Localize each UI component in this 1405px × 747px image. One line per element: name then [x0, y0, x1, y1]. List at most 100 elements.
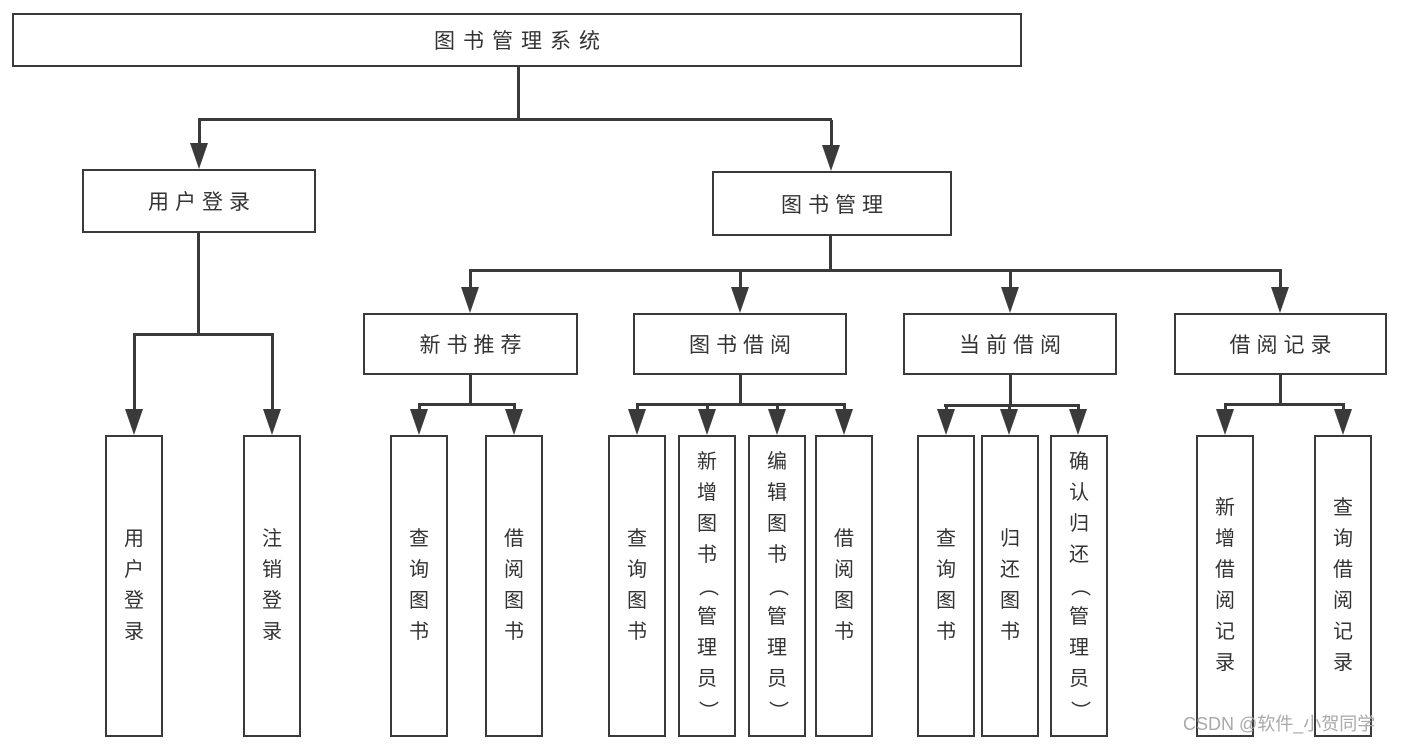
leaf-add-borrow-record: 新增借阅记录 [1196, 435, 1254, 737]
arrow-down-icon [835, 409, 853, 435]
arrow-stem [469, 272, 472, 290]
vertical-char: 确 [1069, 450, 1089, 473]
vertical-char: 书 [834, 621, 854, 643]
vertical-char: 阅 [504, 559, 524, 581]
vertical-char: 图 [627, 590, 647, 612]
vertical-char: ） [766, 700, 789, 720]
vertical-char: 辑 [767, 481, 787, 504]
connector-line [469, 375, 472, 405]
vertical-char: 登 [124, 590, 144, 612]
arrow-down-icon [822, 145, 840, 171]
leaf-add-books-admin-label: 新增图书（管理员） [695, 447, 719, 726]
vertical-char: 管 [697, 605, 717, 628]
arrow-stem [271, 336, 274, 412]
arrow-down-icon [505, 409, 523, 435]
arrow-stem [1279, 272, 1282, 290]
vertical-char: 书 [627, 621, 647, 643]
leaf-current-query-books: 查询图书 [917, 435, 975, 737]
vertical-char: （ [696, 576, 719, 596]
connector-line [198, 118, 832, 121]
arrow-down-icon [410, 409, 428, 435]
arrow-stem [830, 120, 833, 148]
vertical-char: 用 [124, 528, 144, 550]
connector-line [197, 233, 200, 335]
arrow-down-icon [263, 409, 281, 435]
arrow-down-icon [1069, 409, 1087, 435]
vertical-char: 图 [409, 590, 429, 612]
vertical-char: 图 [834, 590, 854, 612]
arrow-down-icon [1000, 409, 1018, 435]
leaf-logout-login-label: 注销登录 [260, 524, 284, 648]
csdn-watermark: CSDN @软件_小贺同学 [1183, 714, 1376, 734]
vertical-char: 书 [1000, 621, 1020, 643]
leaf-newbooks-borrow-books-label: 借阅图书 [502, 524, 526, 648]
node-book-management: 图书管理 [712, 171, 952, 236]
leaf-current-query-books-label: 查询图书 [934, 524, 958, 648]
vertical-char: 理 [1069, 636, 1089, 659]
vertical-char: 员 [767, 667, 787, 690]
leaf-logout-login: 注销登录 [243, 435, 301, 737]
vertical-char: 查 [409, 528, 429, 550]
vertical-char: 图 [1000, 590, 1020, 612]
vertical-char: 销 [262, 559, 282, 581]
arrow-stem [198, 120, 201, 146]
leaf-borrowing-borrow-books: 借阅图书 [815, 435, 873, 737]
vertical-char: 询 [1333, 528, 1353, 550]
leaf-return-books-label: 归还图书 [998, 524, 1022, 648]
node-book-borrowing: 图书借阅 [633, 313, 847, 375]
vertical-char: 理 [697, 636, 717, 659]
vertical-char: 阅 [1333, 590, 1353, 612]
vertical-char: 新 [1215, 497, 1235, 519]
vertical-char: 注 [262, 528, 282, 550]
vertical-char: 查 [627, 528, 647, 550]
leaf-user-login: 用户登录 [105, 435, 163, 737]
arrow-down-icon [1001, 287, 1019, 313]
leaf-add-borrow-record-label: 新增借阅记录 [1213, 493, 1237, 679]
vertical-char: 询 [936, 559, 956, 581]
arrow-down-icon [461, 287, 479, 313]
arrow-down-icon [628, 409, 646, 435]
vertical-char: 书 [936, 621, 956, 643]
vertical-char: 借 [504, 528, 524, 550]
vertical-char: 录 [124, 621, 144, 643]
arrow-down-icon [698, 409, 716, 435]
arrow-down-icon [190, 143, 208, 169]
node-new-books-label: 新书推荐 [419, 334, 528, 357]
vertical-char: 图 [936, 590, 956, 612]
connector-line [469, 269, 1282, 272]
vertical-char: 图 [504, 590, 524, 612]
vertical-char: 录 [262, 621, 282, 643]
vertical-char: 新 [697, 450, 717, 473]
vertical-char: 借 [1333, 559, 1353, 581]
arrow-down-icon [1216, 409, 1234, 435]
vertical-char: 阅 [1215, 590, 1235, 612]
vertical-char: 查 [936, 528, 956, 550]
leaf-newbooks-query-books: 查询图书 [390, 435, 448, 737]
leaf-newbooks-query-books-label: 查询图书 [407, 524, 431, 648]
arrow-down-icon [1271, 287, 1289, 313]
vertical-char: 管 [1069, 605, 1089, 628]
leaf-add-books-admin: 新增图书（管理员） [678, 435, 736, 737]
connector-line [1009, 375, 1012, 406]
vertical-char: 阅 [834, 559, 854, 581]
leaf-return-books: 归还图书 [981, 435, 1039, 737]
node-book-management-label: 图书管理 [781, 193, 889, 217]
node-borrowing-records: 借阅记录 [1174, 313, 1387, 375]
vertical-char: 理 [767, 636, 787, 659]
vertical-char: 图 [767, 512, 787, 535]
node-root: 图书管理系统 [12, 13, 1022, 67]
node-user-login: 用户登录 [82, 169, 316, 233]
arrow-stem [1009, 272, 1012, 290]
leaf-borrowing-query-books: 查询图书 [608, 435, 666, 737]
arrow-down-icon [1334, 409, 1352, 435]
vertical-char: 询 [627, 559, 647, 581]
arrow-down-icon [731, 287, 749, 313]
vertical-char: 员 [1069, 667, 1089, 690]
vertical-char: ） [1068, 700, 1091, 720]
node-root-label: 图书管理系统 [434, 30, 608, 53]
connector-line [418, 403, 516, 406]
vertical-char: 还 [1069, 543, 1089, 566]
connector-line [133, 333, 274, 336]
vertical-char: 录 [1215, 652, 1235, 674]
leaf-query-borrow-record-label: 查询借阅记录 [1331, 493, 1355, 679]
